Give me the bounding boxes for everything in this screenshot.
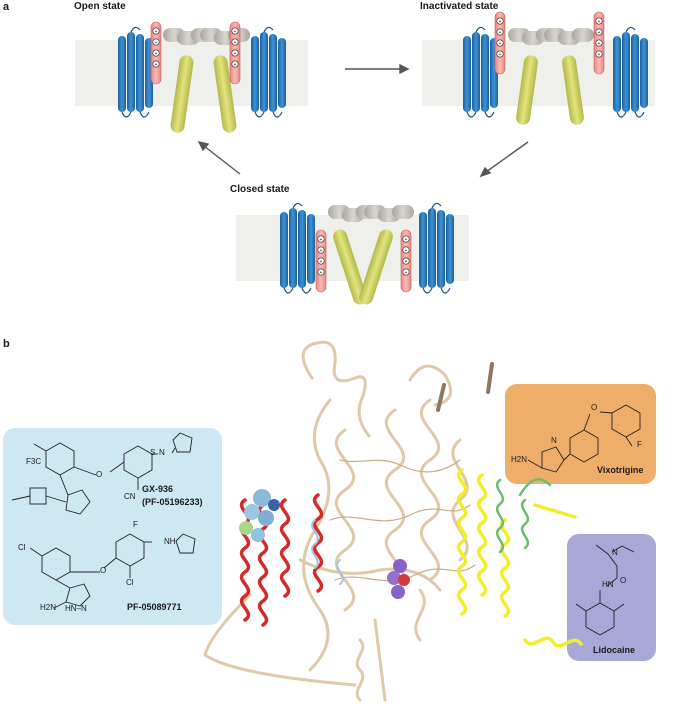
closed-state-diagram	[236, 202, 469, 305]
panel-b-letter: b	[3, 338, 10, 350]
pf-cl-label-2: Cl	[126, 578, 134, 587]
pf-h2n-label: H2N	[40, 603, 57, 612]
gx936-s-label: S	[150, 448, 156, 457]
pf-nh-label: NH	[164, 537, 176, 546]
vixo-o-label: O	[591, 403, 598, 412]
open-state-label: Open state	[74, 1, 126, 12]
panel-a-letter: a	[3, 1, 10, 13]
vixo-f-label: F	[637, 440, 642, 449]
lidocaine-name: Lidocaine	[593, 645, 636, 655]
gx936-cn-label: CN	[124, 492, 136, 501]
gx936-structure	[11, 432, 193, 515]
lido-o-label: O	[620, 576, 627, 585]
lidocaine-structure	[575, 544, 635, 636]
gx936-f3c-label: F3C	[26, 457, 42, 466]
state-arrows	[197, 63, 529, 178]
pf05089771-structure	[29, 533, 196, 609]
lidocaine-spacefill	[387, 559, 410, 599]
gx936-o-label: O	[96, 470, 103, 479]
gx936-card	[3, 428, 222, 625]
vixo-n-label: N	[551, 436, 557, 445]
pf-o-label: O	[100, 566, 107, 575]
gx936-nh-label: N	[159, 448, 165, 457]
inactivated-state-diagram	[422, 11, 655, 125]
nav-protein-structure	[203, 340, 583, 702]
gx936-name: GX-936	[142, 484, 174, 494]
vixotrigine-structure	[527, 404, 641, 473]
pf05089771-name: PF-05089771	[127, 602, 182, 612]
lido-hn-label: HN	[602, 580, 614, 589]
gx936-alt-name: (PF-05196233)	[142, 497, 203, 507]
closed-state-label: Closed state	[230, 184, 290, 195]
vixotrigine-name: Vixotrigine	[597, 465, 644, 475]
open-state-diagram	[75, 21, 308, 133]
gx936-spacefill	[239, 489, 280, 542]
vixo-h2n-label: H2N	[511, 455, 528, 464]
pf-hn-n-label: HN–N	[65, 604, 87, 613]
pf-cl-label-1: Cl	[18, 543, 26, 552]
lido-n-label: N	[612, 548, 618, 557]
inactivated-state-label: Inactivated state	[420, 1, 499, 12]
pf-f-label: F	[133, 520, 138, 529]
